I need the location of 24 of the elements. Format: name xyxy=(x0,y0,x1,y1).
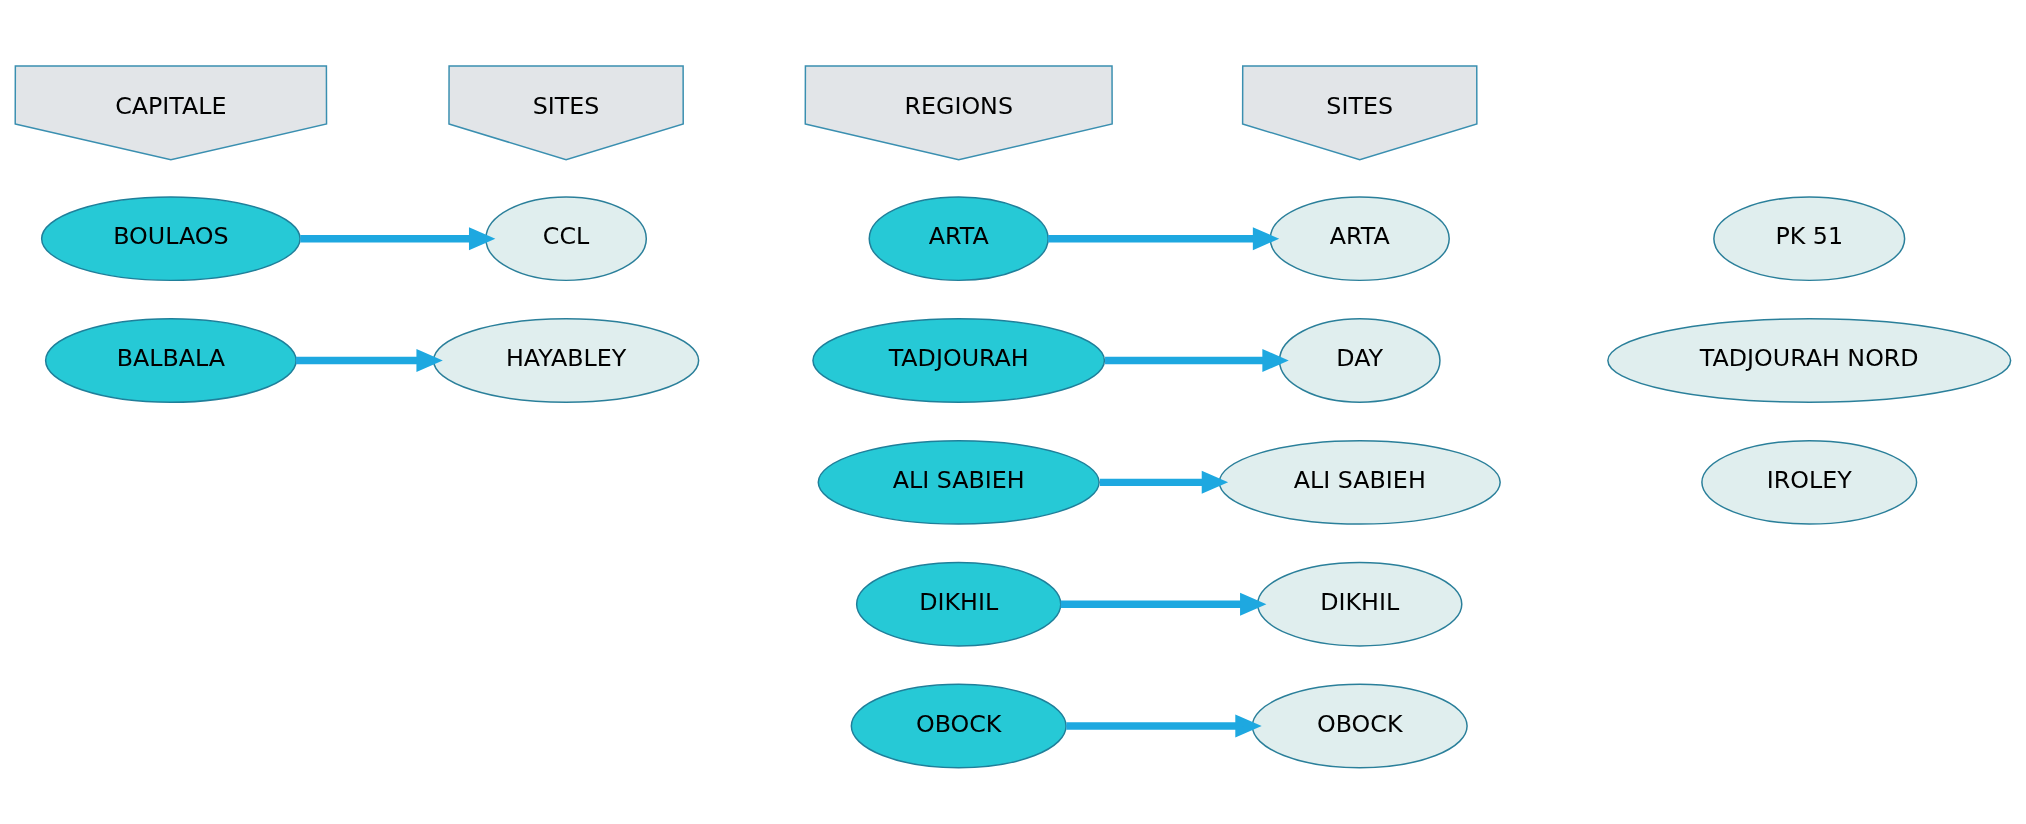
node-ellipse: CCL xyxy=(485,196,648,282)
node-ellipse: BOULAOS xyxy=(40,196,301,282)
node-ellipse: PK 51 xyxy=(1713,196,1906,282)
node-ellipse: DIKHIL xyxy=(855,561,1062,647)
arrow xyxy=(295,348,443,373)
arrow xyxy=(1066,714,1262,738)
arrow xyxy=(1100,470,1229,494)
node-ellipse: IROLEY xyxy=(1701,439,1918,525)
arrow xyxy=(1060,592,1267,616)
node-ellipse: TADJOURAH NORD xyxy=(1607,318,2012,403)
node-ellipse: ARTA xyxy=(1269,196,1450,282)
node-ellipse: DIKHIL xyxy=(1256,561,1463,647)
node-ellipse: TADJOURAH xyxy=(812,318,1106,403)
node-ellipse: DAY xyxy=(1278,318,1441,403)
arrow xyxy=(300,227,496,251)
node-ellipse: OBOCK xyxy=(850,683,1067,769)
node-ellipse: OBOCK xyxy=(1251,683,1468,769)
node-ellipse: BALBALA xyxy=(44,318,297,403)
node-ellipse: ALI SABIEH xyxy=(817,439,1100,525)
arrow xyxy=(1048,227,1280,251)
node-ellipse: HAYABLEY xyxy=(432,318,700,403)
arrow xyxy=(1105,348,1289,373)
node-ellipse: ARTA xyxy=(868,196,1049,282)
node-ellipse: ALI SABIEH xyxy=(1218,439,1501,525)
